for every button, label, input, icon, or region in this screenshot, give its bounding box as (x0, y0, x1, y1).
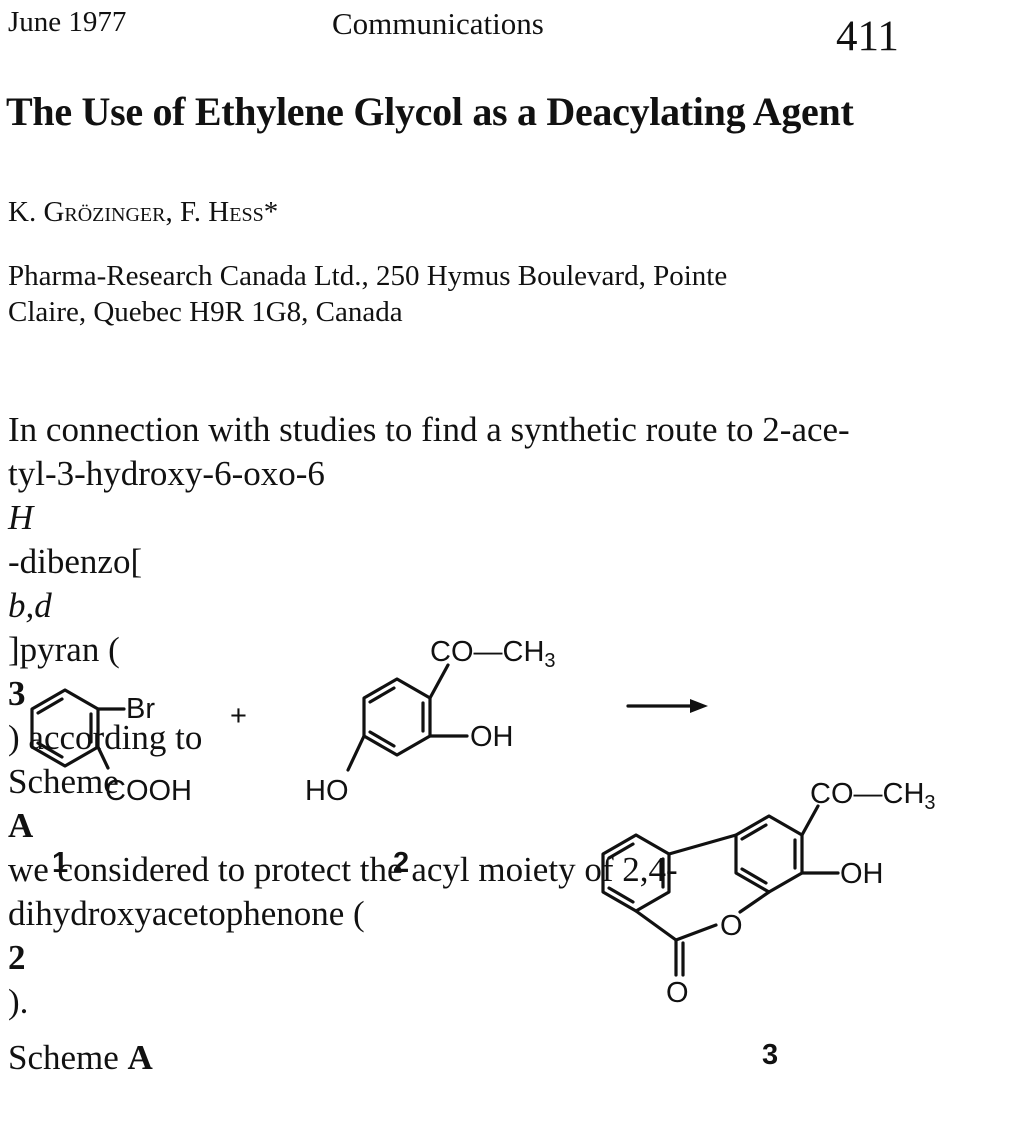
paragraph-line: In connection with studies to find a syn… (8, 410, 850, 449)
hydroxyl-label: OH (470, 721, 514, 753)
scheme-caption: Scheme A (8, 1038, 153, 1078)
text-run: dihydroxyacetophenone ( (8, 894, 365, 933)
compound-3-structure: O O CO—CH3 OH 3 (601, 778, 936, 1071)
header-section: Communications (332, 6, 544, 41)
paragraph-line: dihydroxyacetophenone ( 2). (8, 892, 850, 1024)
header-date: June 1977 (8, 6, 127, 38)
text-run: Scheme (8, 762, 119, 801)
italic-run: H (8, 498, 34, 537)
author-line: K. Grözinger, F. Hess* (8, 196, 278, 229)
carbonyl-oxygen-label: O (666, 977, 689, 1009)
paragraph-line: Scheme A we considered to protect the ac… (8, 760, 850, 892)
compound-2-label: 2 (393, 847, 409, 879)
affiliation: Pharma-Research Canada Ltd., 250 Hymus B… (8, 258, 998, 330)
ring-oxygen-label: O (720, 910, 743, 942)
compound-3-label: 3 (762, 1039, 778, 1071)
compound-ref: 3 (8, 674, 26, 713)
header-page-number: 411 (836, 13, 899, 60)
carboxyl-label: COOH (105, 775, 192, 807)
plus-sign: + (230, 700, 247, 732)
compound-ref: 2 (8, 938, 26, 977)
article-title: The Use of Ethylene Glycol as a Deacylat… (6, 89, 854, 134)
author-name: F. Hess (180, 196, 264, 228)
compound-2-structure: CO—CH3 OH HO 2 (305, 636, 556, 879)
caption-scheme-id: A (127, 1038, 153, 1077)
text-run: -dibenzo[ (8, 542, 143, 581)
text-run: ]pyran ( (8, 630, 120, 669)
text-run: tyl-3-hydroxy-6-oxo-6 (8, 454, 325, 493)
hydroxyl-label: OH (840, 858, 884, 890)
hydroxyl-label: HO (305, 775, 349, 807)
author-name: K. Grözinger (8, 196, 166, 228)
acetyl-label: CO—CH3 (430, 636, 556, 672)
compound-1-structure: Br COOH 1 (30, 688, 192, 879)
caption-text: Scheme (8, 1038, 128, 1077)
affiliation-line: Pharma-Research Canada Ltd., 250 Hymus B… (8, 260, 728, 292)
author-separator: , (165, 196, 180, 228)
compound-1-label: 1 (52, 847, 68, 879)
reaction-scheme: Br COOH 1 + CO—CH3 OH HO 2 (30, 636, 936, 1071)
scheme-ref: A (8, 806, 34, 845)
bromine-label: Br (126, 693, 155, 725)
reaction-arrow (626, 699, 708, 713)
italic-run: b,d (8, 586, 52, 625)
corresponding-author-mark: * (263, 196, 279, 228)
acetyl-label: CO—CH3 (810, 778, 936, 814)
text-run: we considered to protect the acyl moiety… (8, 850, 678, 889)
intro-paragraph: In connection with studies to find a syn… (8, 408, 850, 1024)
affiliation-line: Claire, Quebec H9R 1G8, Canada (8, 296, 403, 328)
text-run: ). (8, 982, 29, 1021)
